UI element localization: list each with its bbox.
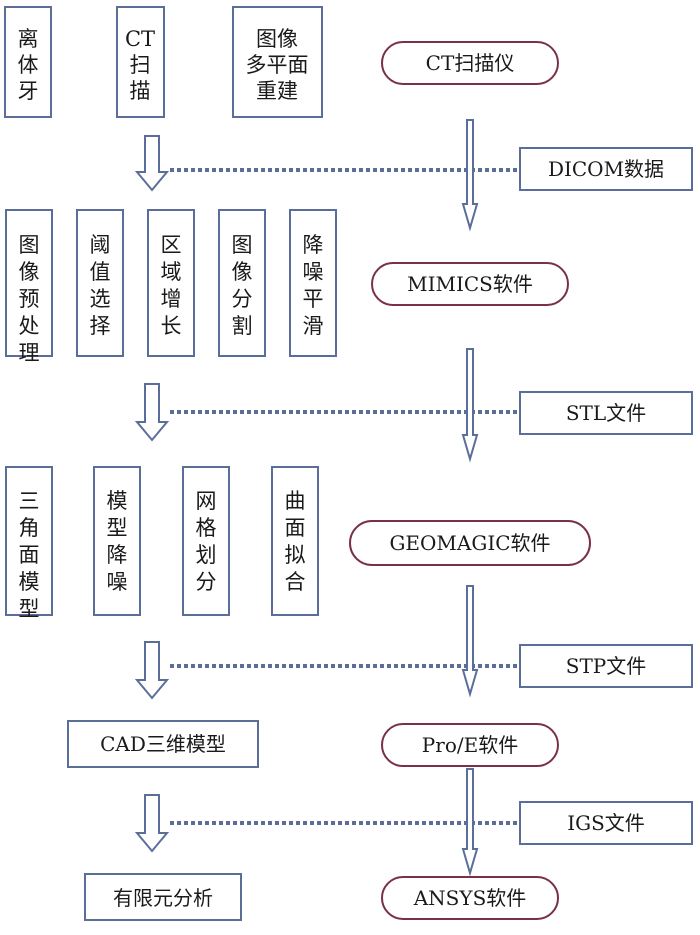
row2-box-3-char-1: 区 (161, 233, 182, 257)
row3-box-2-char-1: 模 (107, 489, 128, 513)
row3-box-3-char-1: 网 (196, 489, 217, 513)
row3-box-1-char-4: 模 (19, 570, 40, 594)
software-label-geomagic: GEOMAGIC软件 (389, 531, 550, 555)
row1-box-1: 离 体 牙 (4, 6, 52, 118)
left-down-arrow-4 (134, 794, 170, 853)
row2-box-1-char-4: 处 (19, 314, 40, 338)
cad-model-box: CAD三维模型 (67, 720, 259, 768)
row2-box-1-char-1: 图 (19, 233, 40, 257)
row3-box-2-char-2: 型 (107, 516, 128, 540)
row3-box-4-char-3: 拟 (285, 543, 306, 567)
row3-box-3-char-3: 划 (196, 543, 217, 567)
row2-box-4-char-4: 割 (232, 314, 253, 338)
row1-box-2: CT 扫 描 (116, 6, 165, 118)
row1-box-2-line-1: CT (125, 27, 155, 51)
software-pill-ansys: ANSYS软件 (381, 876, 559, 920)
row2-box-4-char-1: 图 (232, 233, 253, 257)
row2-box-3-char-4: 长 (161, 314, 182, 338)
row2-box-2-char-3: 选 (90, 287, 111, 311)
row2-box-5-char-2: 噪 (303, 260, 324, 284)
row2-box-5-char-4: 滑 (303, 314, 324, 338)
row2-box-2-char-4: 择 (90, 314, 111, 338)
row3-box-2-char-4: 噪 (107, 570, 128, 594)
format-box-igs: IGS文件 (519, 801, 693, 845)
row2-box-3-char-2: 域 (161, 260, 182, 284)
row3-box-2-char-3: 降 (107, 543, 128, 567)
row1-box-1-char-2: 体 (18, 53, 39, 77)
row1-box-3-line-3: 重建 (256, 79, 298, 103)
row2-box-2-char-1: 阈 (90, 233, 111, 257)
left-arrows (134, 135, 170, 853)
fea-box: 有限元分析 (84, 873, 242, 921)
row1-box-2-char-3: 描 (130, 79, 151, 103)
row2-box-1-char-2: 像 (19, 260, 40, 284)
row2-box-1-char-3: 预 (19, 287, 40, 311)
row3-box-3-char-4: 分 (196, 570, 217, 594)
right-down-arrow-2 (461, 348, 479, 463)
row1-box-1-char-1: 离 (18, 27, 39, 51)
right-down-arrow-1 (461, 119, 479, 232)
cad-model-label: CAD三维模型 (100, 732, 226, 756)
row2-box-3-char-3: 增 (161, 287, 182, 311)
right-down-arrow-3 (461, 585, 479, 698)
format-box-stl: STL文件 (519, 391, 693, 435)
software-label-ansys: ANSYS软件 (413, 886, 527, 910)
row1-box-1-char-3: 牙 (18, 79, 39, 103)
right-down-arrow-4 (461, 768, 479, 877)
row3-box-1-char-2: 角 (19, 516, 40, 540)
row2-box-2-char-2: 值 (90, 260, 111, 284)
format-label-stl: STL文件 (566, 401, 646, 425)
format-label-igs: IGS文件 (567, 811, 645, 835)
left-down-arrow-1 (134, 135, 170, 192)
row2-box-4-char-3: 分 (232, 287, 253, 311)
row3-box-4-char-1: 曲 (285, 489, 306, 513)
row3-box-3-char-2: 格 (196, 516, 217, 540)
row3-box-1-char-5: 型 (19, 597, 40, 621)
row2-box-4-char-2: 像 (232, 260, 253, 284)
software-pill-ct: CT扫描仪 (381, 41, 559, 85)
row2-box-1-char-5: 理 (19, 341, 40, 365)
software-label-ct: CT扫描仪 (426, 51, 515, 75)
right-arrows (461, 119, 479, 877)
format-label-dicom: DICOM数据 (548, 157, 664, 181)
row3-box-1-char-3: 面 (19, 543, 40, 567)
left-down-arrow-2 (134, 383, 170, 442)
software-label-proe: Pro/E软件 (422, 733, 518, 757)
row3-box-4-char-4: 合 (285, 570, 306, 594)
row2-box-5-char-1: 降 (303, 233, 324, 257)
row1-box-3: 图像 多平面 重建 (232, 6, 323, 118)
row3-box-4-char-2: 面 (285, 516, 306, 540)
format-label-stp: STP文件 (566, 654, 647, 678)
software-pill-geomagic: GEOMAGIC软件 (349, 520, 591, 566)
row1-box-2-char-2: 扫 (130, 53, 151, 77)
format-box-dicom: DICOM数据 (519, 147, 693, 191)
row1-box-3-line-2: 多平面 (246, 53, 309, 77)
software-pill-mimics: MIMICS软件 (371, 262, 569, 306)
software-pill-proe: Pro/E软件 (381, 723, 559, 767)
software-label-mimics: MIMICS软件 (407, 272, 533, 296)
left-down-arrow-3 (134, 641, 170, 700)
fea-label: 有限元分析 (113, 886, 213, 910)
row2-box-5-char-3: 平 (303, 287, 324, 311)
format-box-stp: STP文件 (519, 644, 693, 688)
row1-box-3-line-1: 图像 (256, 27, 298, 51)
row3-box-1-char-1: 三 (19, 489, 40, 513)
